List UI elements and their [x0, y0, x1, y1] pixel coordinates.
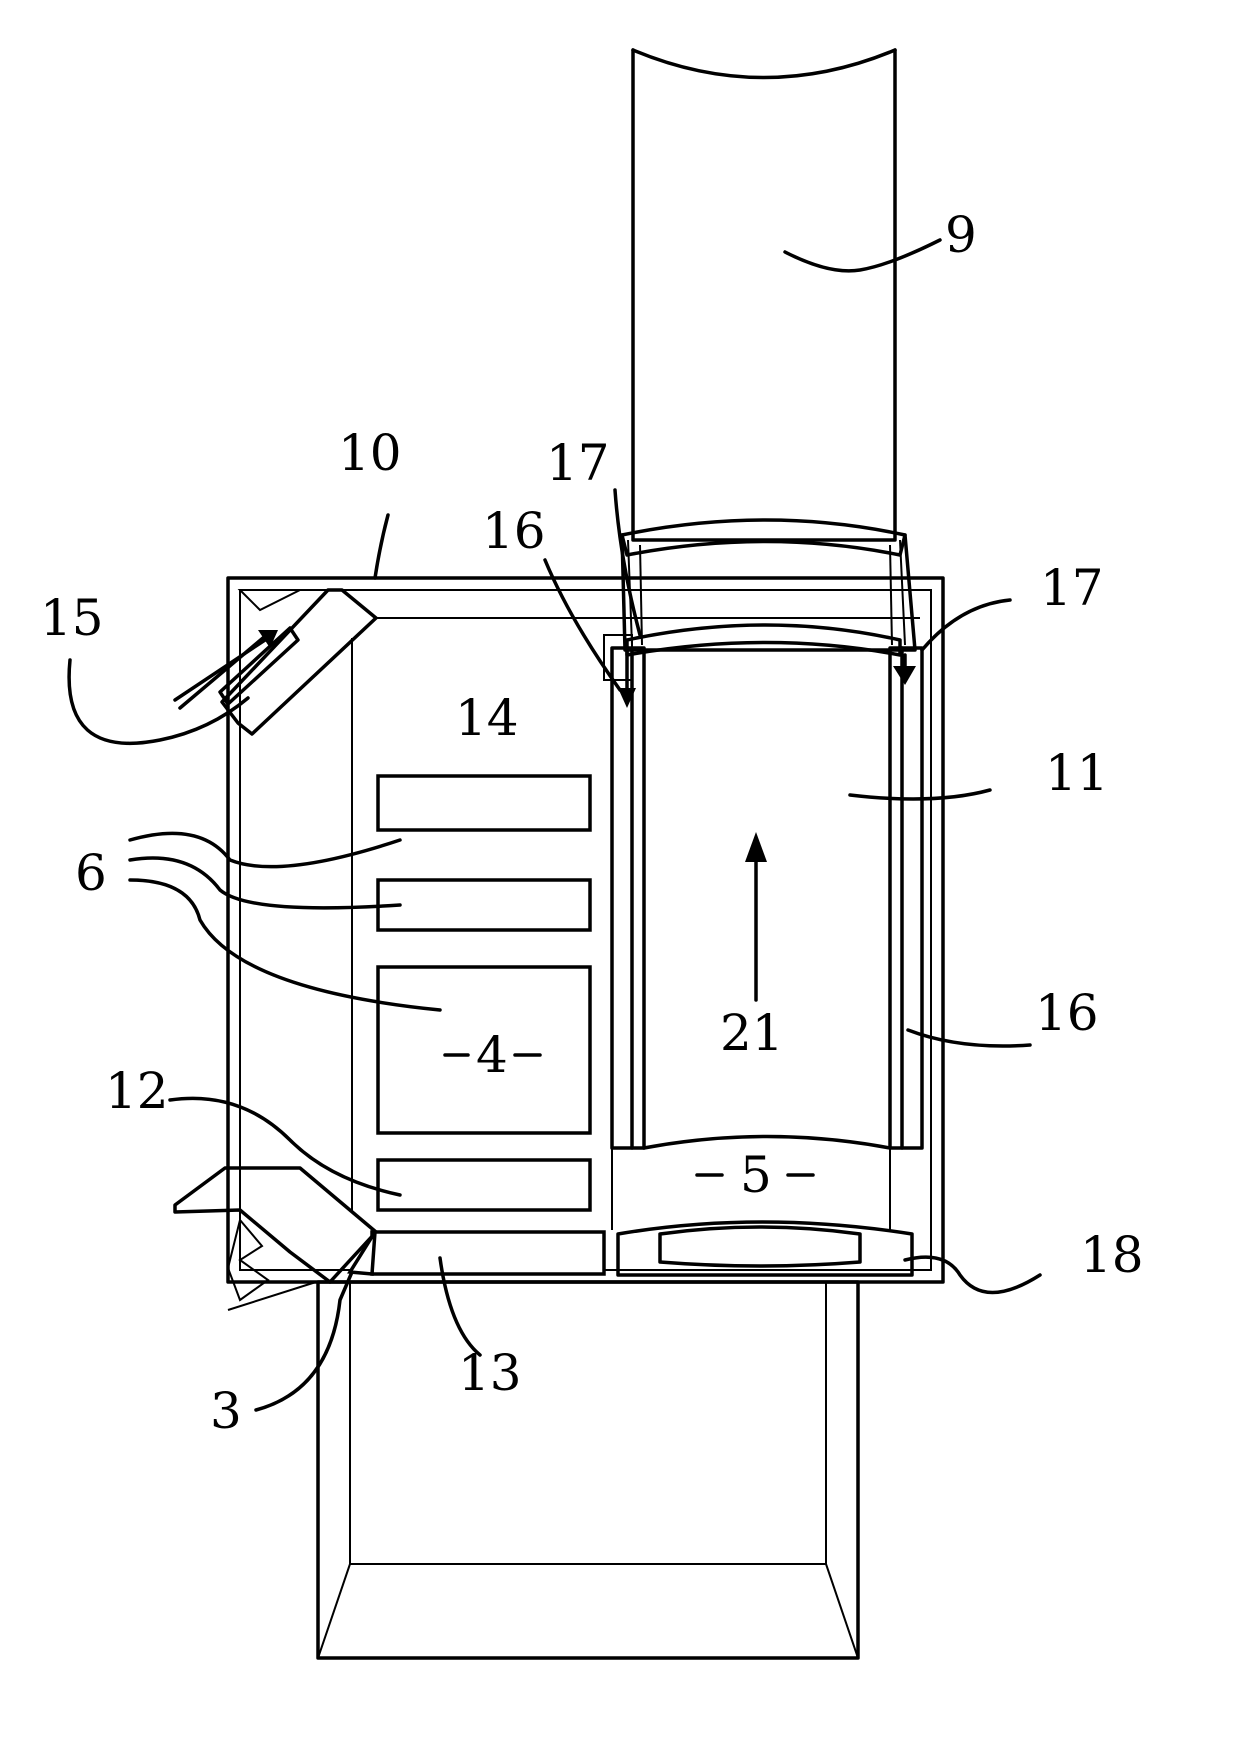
label-21: 21	[720, 1004, 784, 1062]
label-18: 18	[1080, 1226, 1144, 1284]
label-13: 13	[458, 1344, 522, 1402]
component-box-2	[378, 880, 590, 930]
label-4: 4	[476, 1026, 508, 1084]
label-11: 11	[1045, 744, 1109, 802]
label-12: 12	[105, 1062, 169, 1120]
component-box-13	[372, 1232, 604, 1274]
label-10: 10	[338, 424, 402, 482]
inner-channel	[604, 635, 922, 1230]
label-17-right: 17	[1040, 559, 1104, 617]
label-15: 15	[40, 589, 104, 647]
pipe	[622, 50, 915, 655]
element-18	[618, 1222, 912, 1275]
label-17-left: 17	[546, 434, 610, 492]
label-9: 9	[945, 206, 977, 264]
label-16-right: 16	[1035, 984, 1099, 1042]
component-box-1	[378, 776, 590, 830]
base-box	[318, 1282, 858, 1658]
label-6: 6	[75, 844, 107, 902]
label-16-top: 16	[482, 502, 546, 560]
label-3: 3	[210, 1382, 242, 1440]
label-5: 5	[740, 1146, 772, 1204]
label-14: 14	[455, 689, 519, 747]
components	[350, 776, 604, 1274]
component-box-12	[378, 1160, 590, 1210]
